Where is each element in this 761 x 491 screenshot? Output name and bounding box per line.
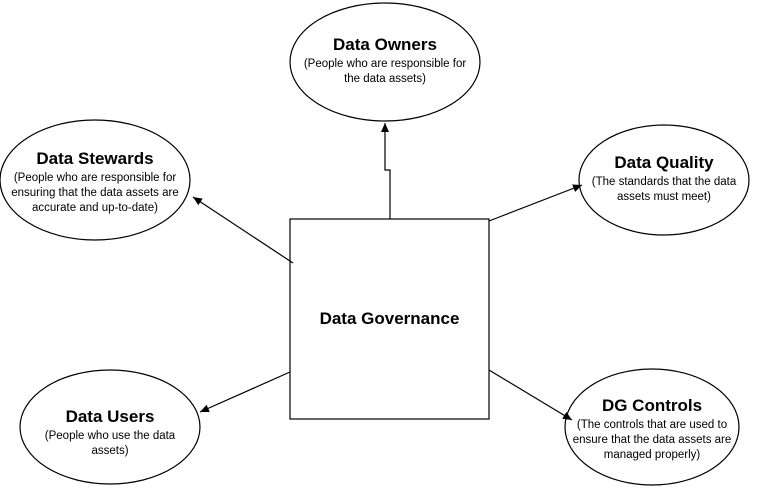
ellipse-data-users[interactable] <box>19 369 201 485</box>
arrow-to-data-quality <box>488 184 583 222</box>
data-quality-desc: (The standards that the data assets must… <box>591 175 737 203</box>
dg-controls-title: DG Controls <box>601 396 703 415</box>
arrow-to-data-users <box>199 371 291 413</box>
ellipse-data-owners[interactable] <box>289 2 481 122</box>
node-data-quality: Data Quality (The standards that the dat… <box>584 146 744 210</box>
data-quality-title: Data Quality <box>614 152 714 172</box>
arrow-to-data-owners <box>381 123 391 219</box>
node-data-owners: Data Owners (People who are responsible … <box>295 28 475 92</box>
node-data-stewards: Data Stewards (People who are responsibl… <box>4 144 186 220</box>
ellipse-data-quality[interactable] <box>578 124 750 236</box>
ellipse-dg-controls[interactable] <box>564 368 740 486</box>
center-box[interactable] <box>289 218 490 420</box>
arrow-to-data-stewards <box>192 196 294 264</box>
data-owners-title: Data Owners <box>333 34 437 54</box>
data-users-desc: (People who use the data assets) <box>44 429 176 457</box>
data-users-title: Data Users <box>65 406 155 426</box>
node-dg-controls: DG Controls (The controls that are used … <box>568 392 736 466</box>
center-title: Data Governance <box>319 309 460 328</box>
dg-controls-desc: (The controls that are used to ensure th… <box>572 419 732 461</box>
data-stewards-desc: (People who are responsible for ensuring… <box>11 172 179 214</box>
data-stewards-title: Data Stewards <box>36 149 154 168</box>
arrow-to-dg-controls <box>488 369 573 421</box>
center-label: Data Governance <box>290 219 489 419</box>
node-data-users: Data Users (People who use the data asse… <box>30 402 190 462</box>
ellipse-data-stewards[interactable] <box>0 119 191 241</box>
data-owners-desc: (People who are responsible for the data… <box>303 57 467 85</box>
